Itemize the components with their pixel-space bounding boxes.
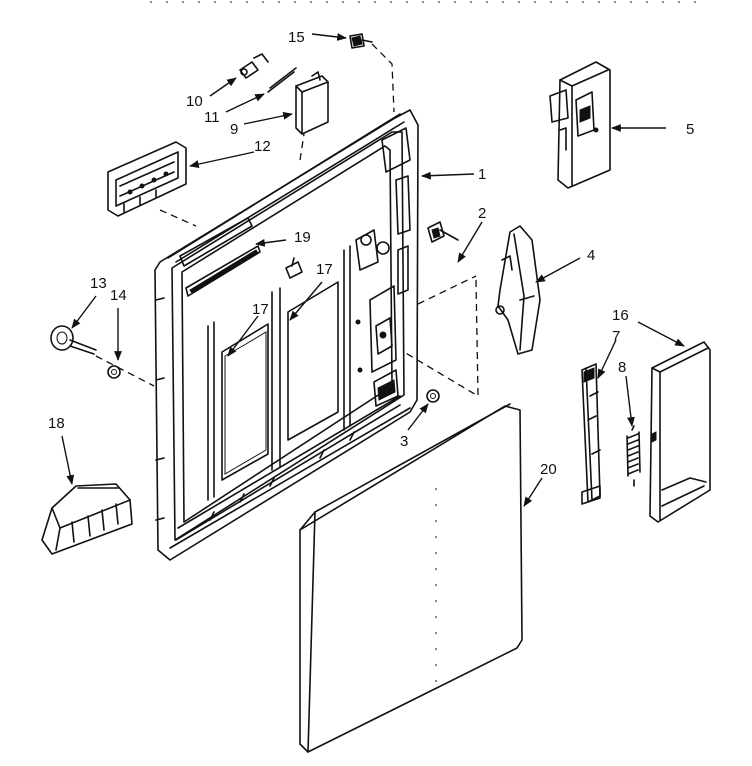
callout-3: 3 (400, 433, 408, 450)
inner-door-panel (154, 109, 419, 561)
dash-line (95, 355, 155, 387)
latch-housing (549, 61, 611, 189)
callout-2: 2 (478, 205, 486, 222)
pin-part (427, 221, 459, 243)
bushing-part (426, 389, 440, 403)
side-panel (649, 341, 711, 523)
callout-1: 1 (478, 166, 486, 183)
callout-8: 8 (618, 359, 626, 376)
callout-7: 7 (612, 328, 620, 345)
dash-line (159, 209, 197, 227)
callout-9: 9 (230, 121, 238, 138)
callout-5: 5 (686, 121, 694, 138)
dash-line (417, 275, 477, 305)
latch-lever (495, 225, 541, 355)
handle-part (41, 483, 133, 555)
callout-10: 10 (186, 93, 203, 110)
callout-12: 12 (254, 138, 271, 155)
control-bracket (107, 141, 187, 217)
callout-13: 13 (90, 275, 107, 292)
screw-part (349, 33, 373, 49)
knob-part (50, 325, 121, 379)
dash-line (299, 133, 305, 161)
callout-20: 20 (540, 461, 557, 478)
spring-part (626, 425, 641, 487)
callout-19: 19 (294, 229, 311, 246)
callout-4: 4 (587, 247, 595, 264)
leader-lines (61, 33, 685, 507)
switch-parts (239, 53, 329, 135)
dash-line (371, 43, 395, 113)
callout-18: 18 (48, 415, 65, 432)
callout-11: 11 (204, 109, 220, 126)
callout-labels: 15 10 11 9 12 1 5 2 4 19 17 17 13 14 3 1… (48, 29, 694, 478)
callout-14: 14 (110, 287, 127, 304)
callout-16: 16 (612, 307, 629, 324)
callout-17-right: 17 (316, 261, 333, 278)
callout-15: 15 (288, 29, 305, 46)
outer-door-panel (299, 403, 523, 753)
callout-17-left: 17 (252, 301, 269, 318)
dash-line (403, 279, 479, 398)
rod-bracket (581, 363, 601, 505)
